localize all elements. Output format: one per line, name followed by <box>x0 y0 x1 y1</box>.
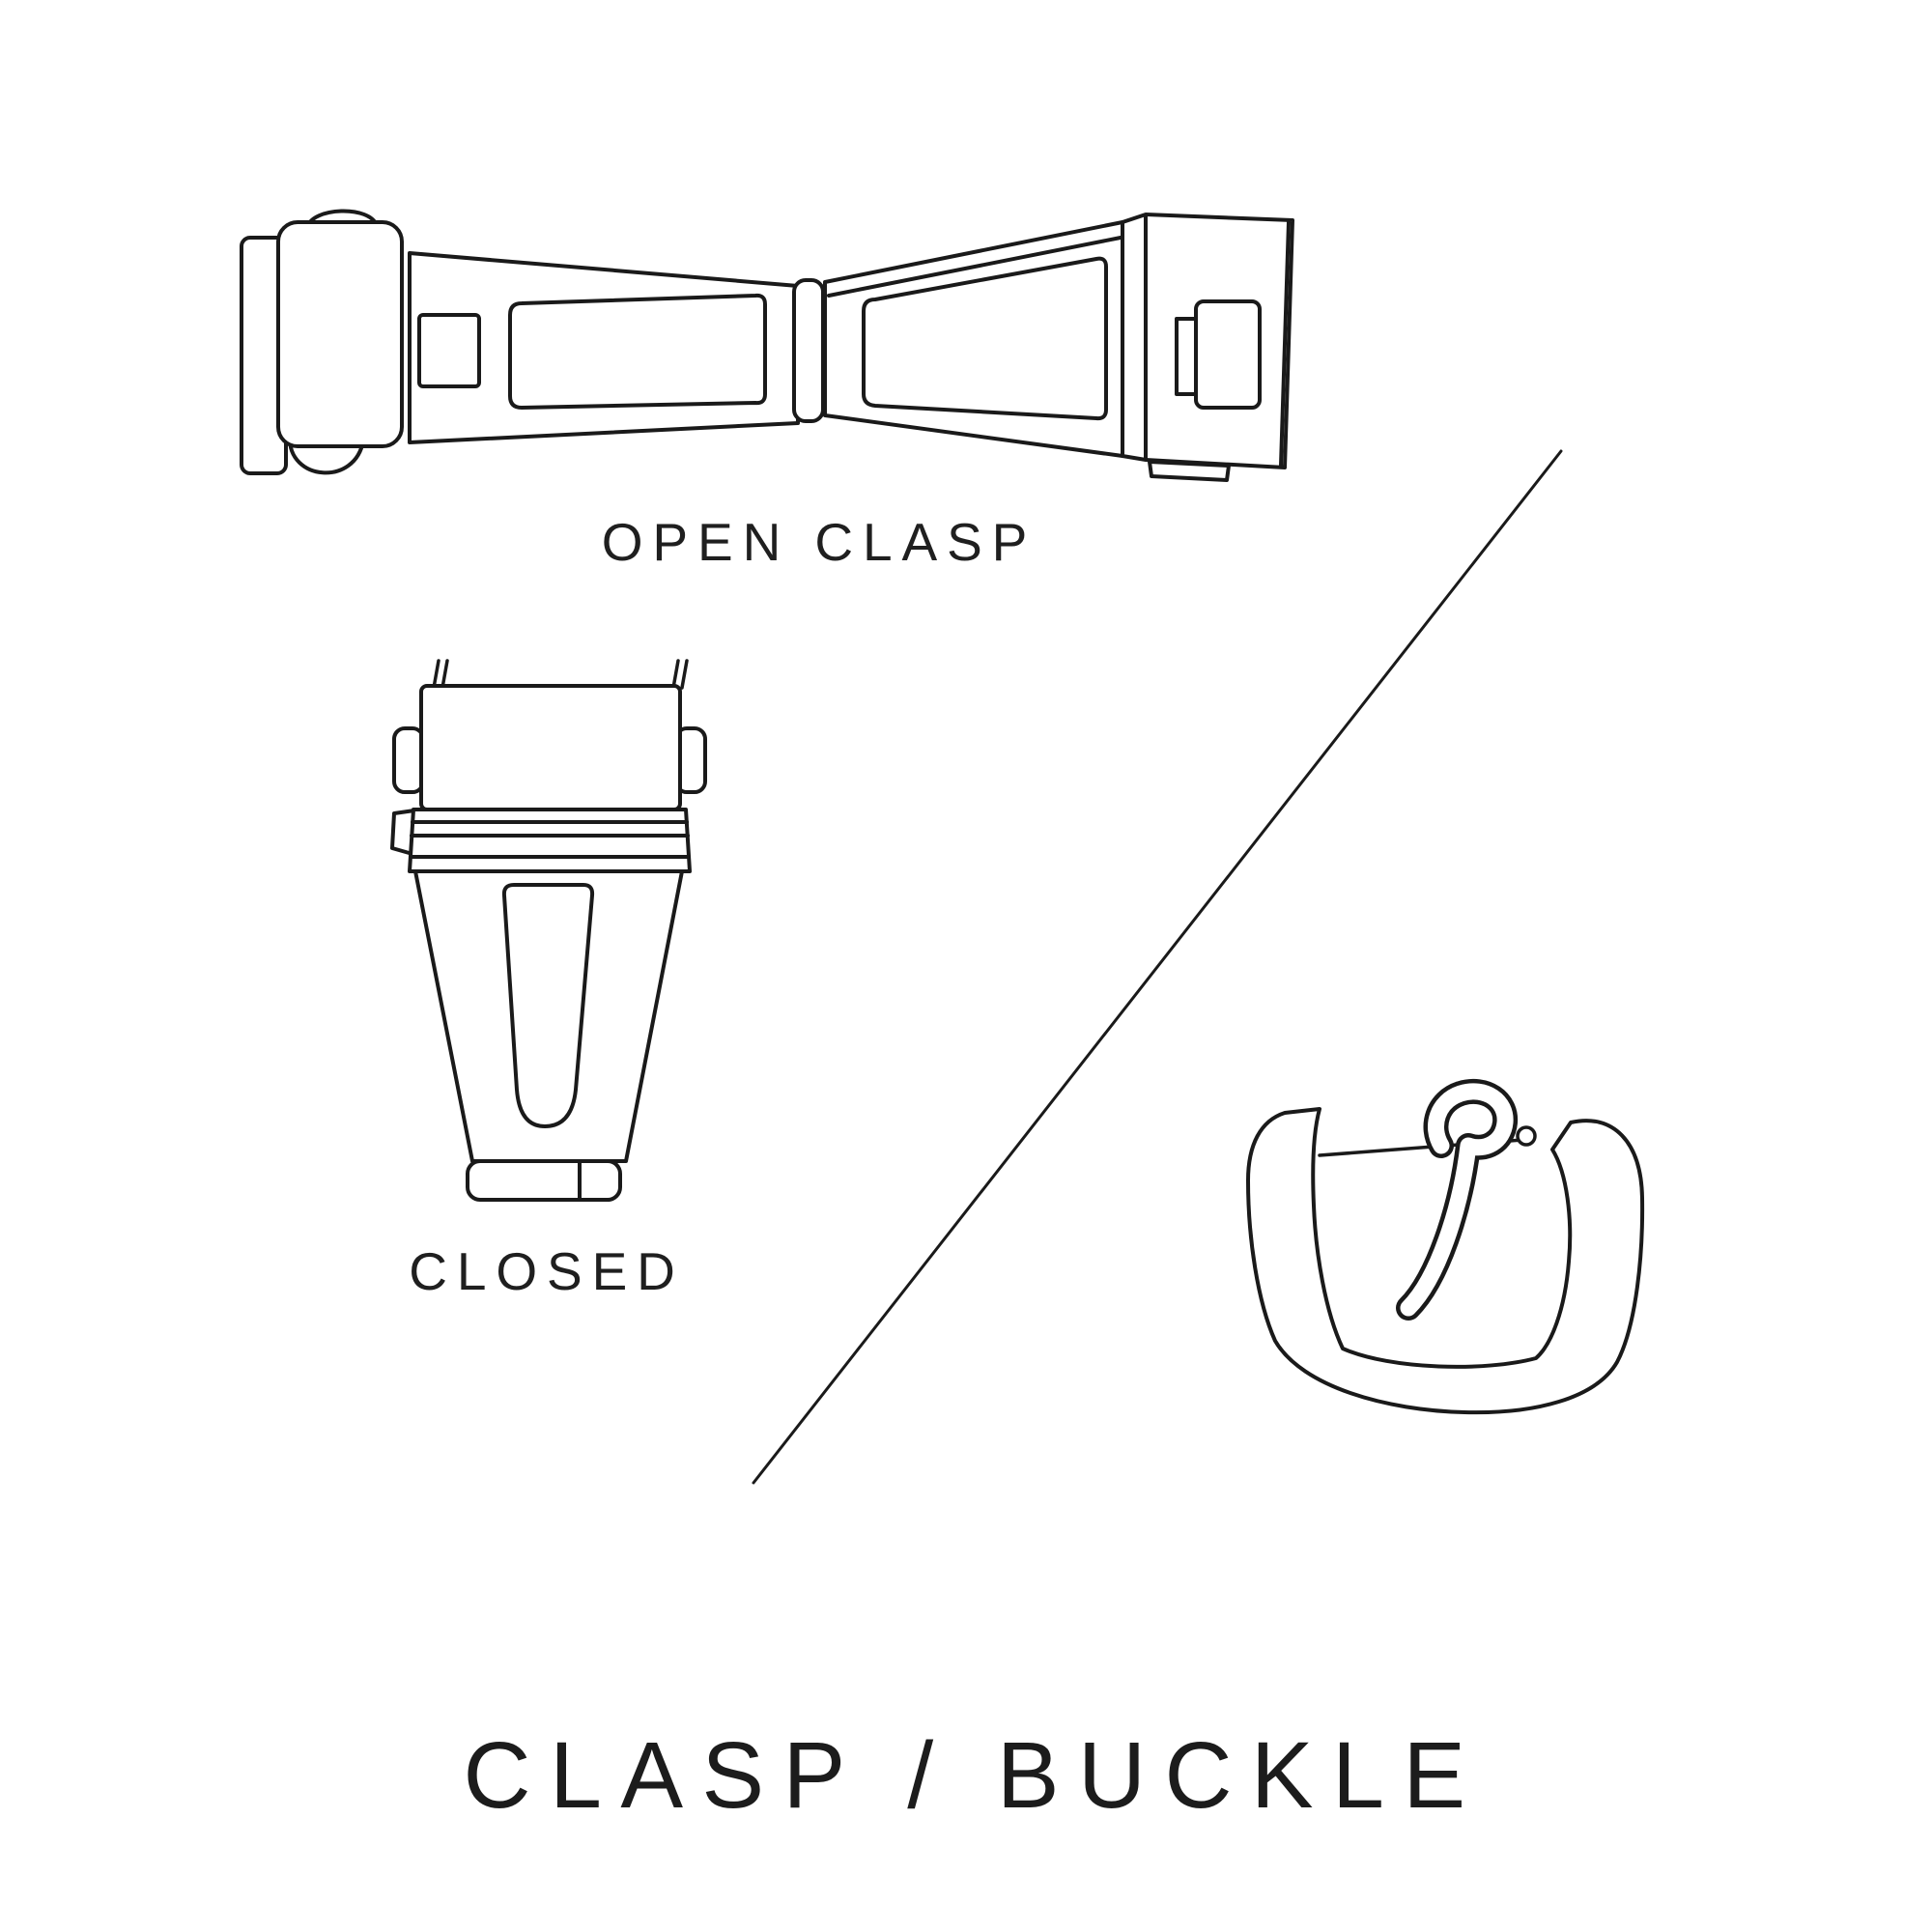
diagonal-divider <box>752 449 1563 1485</box>
buckle-drawing <box>1246 1079 1645 1415</box>
closed-clasp-drawing <box>390 659 707 1202</box>
closed-clasp-label: CLOSED <box>409 1241 685 1301</box>
open-clasp-drawing <box>240 209 1294 482</box>
open-clasp-label: OPEN CLASP <box>601 512 1037 572</box>
page-title: CLASP / BUCKLE <box>463 1722 1485 1828</box>
